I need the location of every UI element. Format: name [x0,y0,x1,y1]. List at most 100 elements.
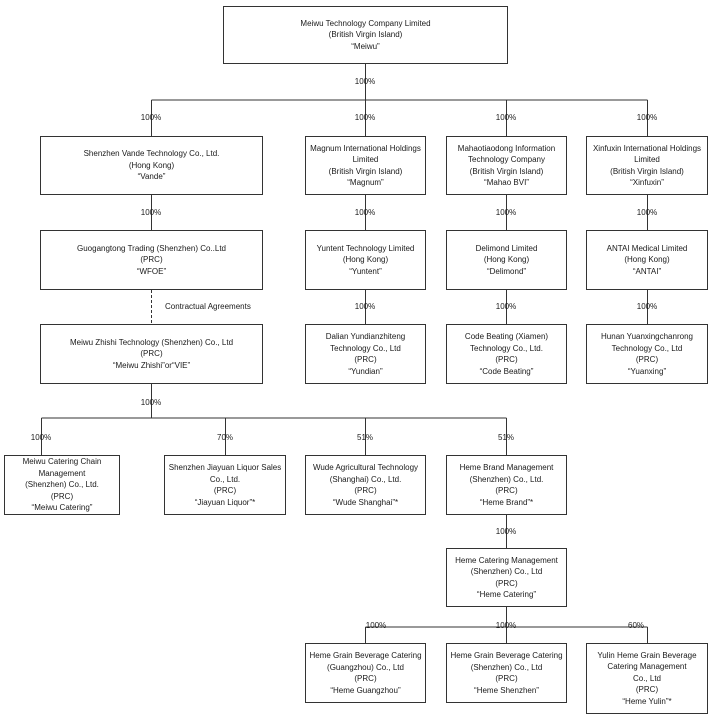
ownership-label: 70% [216,433,234,442]
entity-text-line: Meiwu Catering Chain [22,457,102,467]
entity-text-line: (PRC) [495,486,518,495]
entity-text-line: Technology Company [468,155,545,164]
entity-text-line: (Shenzhen) Co., Ltd. [469,474,544,484]
entity-text-line: “Heme Guangzhou” [330,685,401,695]
ownership-label: 100% [495,113,517,122]
entity-text-line: (Shanghai) Co., Ltd. [329,474,402,484]
entity-box-vande: Shenzhen Vande Technology Co., Ltd.(Hong… [40,136,263,195]
entity-text-line: Magnum International Holdings [310,143,421,153]
entity-text-line: (Guangzhou) Co., Ltd [327,662,404,672]
entity-box-guangzhou: Heme Grain Beverage Catering (Guangzhou) … [305,643,426,703]
entity-box-wfoe: Guogangtong Trading (Shenzhen) Co..Ltd (P… [40,230,263,290]
entity-text-line: Heme Catering Management [455,555,558,565]
entity-box-codebeating: Code Beating (Xiamen)Technology Co., Ltd… [446,324,567,384]
entity-text-line: “Meiwu Zhishi”or“VIE” [112,360,191,370]
entity-text-line: “ANTAI” [632,266,662,276]
entity-text-line: “Heme Catering” [476,590,537,599]
entity-box-meiwu: Meiwu Technology Company Limited (British… [223,6,508,64]
entity-text-line: “Heme Shenzhen” [474,685,539,695]
entity-text-line: (Shenzhen) Co., Ltd [470,567,543,576]
entity-text-line: Technology Co., Ltd. [470,343,543,353]
ownership-label: 100% [495,302,517,311]
ownership-label: 100% [30,433,52,442]
entity-text-line: Co., Ltd. [209,474,241,484]
entity-text-line: (PRC) [140,255,163,265]
entity-text-line: Guogangtong Trading (Shenzhen) Co..Ltd [77,243,226,253]
entity-text-line: (PRC) [354,355,377,364]
ownership-label: 100% [636,113,658,122]
entity-text-line: “Code Beating” [479,366,534,376]
entity-box-delimond: Delimond Limited(Hong Kong)“Delimond” [446,230,567,290]
entity-text-line: “Jiayuan Liquor”* [194,497,256,507]
entity-text-line: Heme Brand Management [459,463,554,472]
entity-text-line: “Meiwu Catering” [31,503,93,513]
entity-text-line: (PRC) [635,355,659,364]
entity-text-line: (British Virgin Island) [328,166,403,176]
ownership-label: 100% [354,77,376,86]
entity-text-line: “Magnum” [347,178,384,187]
entity-text-line: (PRC) [635,685,659,695]
entity-text-line: “Heme Brand”* [479,497,534,507]
entity-text-line: “WFOE” [136,266,167,276]
entity-text-line: (British Virgin Island) [469,166,544,176]
entity-text-line: (PRC) [495,355,518,364]
entity-text-line: Wude Agricultural Technology [312,463,419,472]
entity-box-shenzhen: Heme Grain Beverage Catering (Shenzhen) C… [446,643,567,703]
entity-text-line: “Yundian” [348,366,383,376]
entity-text-line: “Delimond” [486,266,527,276]
ownership-label: 100% [636,208,658,217]
entity-text-line: “Yuanxing” [627,366,667,376]
entity-box-wude: Wude Agricultural Technology (Shanghai) C… [305,455,426,515]
entity-text-line: (Hong Kong) [624,255,670,265]
ownership-label: 100% [140,398,162,407]
entity-text-line: Hunan Yuanxingchanrong [601,332,693,341]
entity-text-line: (PRC) [213,486,237,495]
entity-text-line: (PRC) [50,491,74,501]
ownership-label: 100% [354,113,376,122]
entity-text-line: “Wude Shanghai”* [332,497,399,507]
entity-text-line: Heme Grain Beverage Catering [450,651,563,660]
entity-text-line: Yulin Heme Grain Beverage [597,650,697,660]
entity-text-line: “Xinfuxin” [630,178,664,187]
entity-text-line: Meiwu Zhishi Technology (Shenzhen) Co., … [69,337,234,347]
entity-text-line: Limited [634,155,660,164]
entity-text-line: (Hong Kong) [128,160,175,170]
entity-text-line: Yuntent Technology Limited [316,243,415,253]
entity-box-antai: ANTAI Medical Limited(Hong Kong)“ANTAI” [586,230,708,290]
entity-text-line: Mahaotiaodong Information [457,143,556,153]
ownership-label: 51% [356,433,374,442]
entity-text-line: Technology Co., Ltd [611,343,683,353]
ownership-label: 100% [495,208,517,217]
ownership-label: 60% [627,621,645,630]
entity-text-line: Shenzhen Vande Technology Co., Ltd. [83,149,220,159]
entity-text-line: “Mahao BVI” [484,178,529,187]
entity-text-line: Meiwu Technology Company Limited [300,18,431,28]
entity-text-line: (PRC) [354,674,377,683]
entity-text-line: “Heme Yulin”* [622,696,672,706]
entity-box-vie: Meiwu Zhishi Technology (Shenzhen) Co., … [40,324,263,384]
entity-text-line: “Meiwu” [351,41,380,51]
entity-text-line: (PRC) [140,349,163,359]
entity-text-line: Heme Grain Beverage Catering [309,651,422,660]
entity-text-line: Catering Management [607,662,687,672]
ownership-label: 100% [495,527,517,536]
entity-text-line: (Hong Kong) [342,255,389,265]
entity-text-line: Limited [352,155,379,164]
ownership-label: 100% [354,302,376,311]
entity-text-line: (British Virgin Island) [328,30,403,40]
entity-text-line: Shenzhen Jiayuan Liquor Sales [168,463,282,472]
entity-text-line: (Shenzhen) Co., Ltd. [25,480,99,490]
ownership-label: 100% [636,302,658,311]
entity-box-yuntent: Yuntent Technology Limited(Hong Kong)“Yu… [305,230,426,290]
entity-box-hemebrand: Heme Brand Management (Shenzhen) Co., Ltd… [446,455,567,515]
entity-text-line: (Shenzhen) Co., Ltd [470,662,543,672]
entity-text-line: (PRC) [354,486,377,495]
entity-text-line: Dalian Yundianzhiteng [325,332,406,341]
entity-text-line: Delimond Limited [475,243,538,253]
ownership-label: 100% [140,208,162,217]
ownership-label: 100% [495,621,517,630]
